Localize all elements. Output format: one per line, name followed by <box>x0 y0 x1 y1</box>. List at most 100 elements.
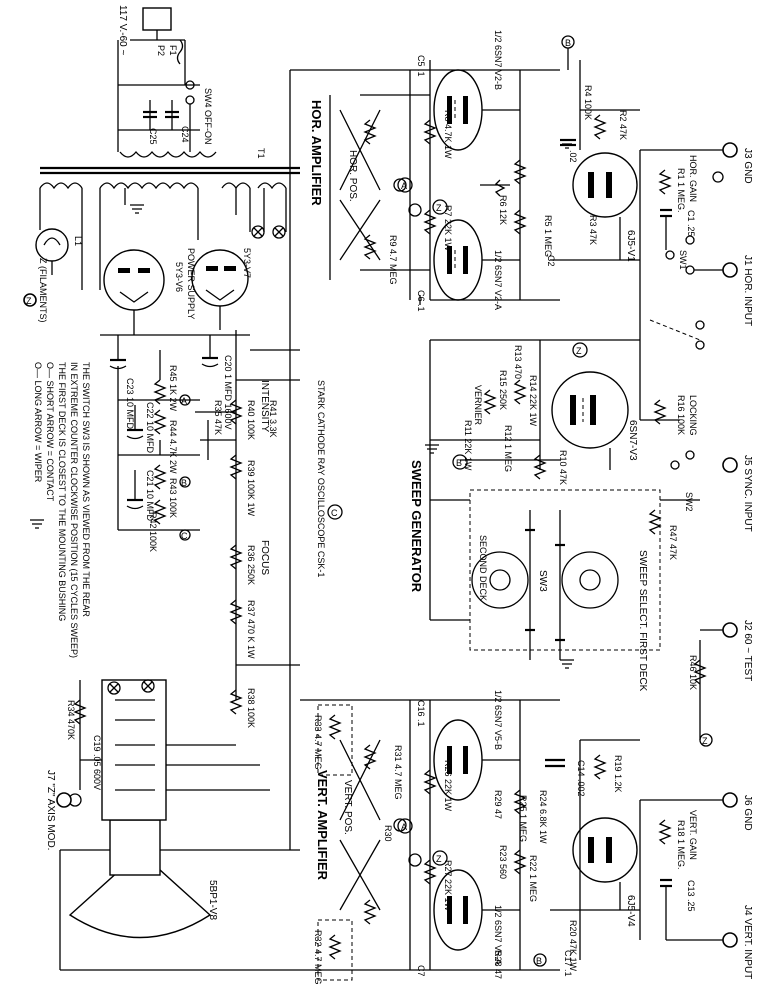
label-j6: J6 GND <box>742 795 753 831</box>
hor-amp-wiring <box>289 60 560 850</box>
label-r30: R30 <box>383 825 393 842</box>
label-v2b: 1/2 6SN7 V2-B <box>493 30 503 90</box>
label-c1: C1 .25 <box>686 210 696 237</box>
label-v6: 5Y3-V6 <box>174 262 184 292</box>
label-r42: R42 100K <box>148 512 158 552</box>
label-r29: R29 47 <box>493 790 503 819</box>
label-c5: C5 .1 <box>416 55 426 77</box>
test-jack-block <box>693 629 730 747</box>
label-j2: J2 60 ~ TEST <box>742 620 753 681</box>
label-c2: C2 <box>546 255 556 267</box>
note-title: THE SWITCH SW3 IS SHOWN AS VIEWED FROM T… <box>81 362 91 617</box>
label-vernier: VERNIER <box>473 385 483 426</box>
label-r38: R38 100K <box>246 688 256 728</box>
label-l1: L1 <box>73 236 83 246</box>
label-r33: R33 4.7 MEG <box>313 715 323 770</box>
label-r5: R5 1 MEG <box>543 215 553 257</box>
label-c25: C25 <box>148 128 158 145</box>
label-r13: R13 470 <box>513 345 523 379</box>
tube-v4 <box>550 739 730 960</box>
tube-v2b <box>433 69 483 151</box>
hv-supply-network <box>109 335 219 541</box>
label-r28: R28 47 <box>493 950 503 979</box>
label-filaments: Z (FILAMENTS) <box>38 258 48 323</box>
label-r46: R46 10K <box>688 655 698 690</box>
marker-z-sweep: Z <box>576 346 582 356</box>
label-second-deck: SECOND DECK <box>478 535 488 601</box>
note-line-1: IN EXTREME COUNTER CLOCKWISE POSITION (1… <box>69 362 79 658</box>
vert-pos-label: VERT. POS. <box>342 780 353 835</box>
label-r37: R37 470 K 1W <box>246 600 256 659</box>
label-r12: R12 1 MEG <box>503 425 513 472</box>
label-sw3: SW3 <box>537 570 548 592</box>
label-c3: .02 <box>568 150 578 163</box>
label-r39: R39 100K 1W <box>246 460 256 517</box>
label-j1: J1 HOR. INPUT <box>742 255 753 326</box>
tube-v7-rectifier <box>191 249 249 330</box>
marker-b-top: B <box>565 38 571 48</box>
label-j3: J3 GND <box>742 148 753 184</box>
pilot-lamp-l1 <box>35 228 69 275</box>
label-j5: J5 SYNC. INPUT <box>742 455 753 532</box>
label-v1: 6J5-V1 <box>625 230 636 262</box>
label-r25: R25 1 MEG <box>518 795 528 842</box>
label-r15: R15 250K <box>498 370 508 410</box>
label-r36: R36 250K <box>246 545 256 585</box>
label-c22: C22 10 MFD <box>145 402 155 454</box>
marker-b-supply: B <box>181 478 187 488</box>
label-r35: R35 47K <box>213 400 223 435</box>
label-locking: LOCKING <box>688 395 698 436</box>
hor-amp-title: HOR. AMPLIFIER <box>309 100 324 206</box>
marker-a-hor: A <box>401 181 407 191</box>
label-intensity: INTENSITY <box>259 380 270 433</box>
tube-v1 <box>550 35 640 261</box>
note-line-3: O— SHORT ARROW = CONTACT <box>45 362 55 502</box>
label-r11: R11 22K 1W <box>463 420 473 471</box>
label-vert-gain: VERT. GAIN <box>688 810 698 860</box>
label-r9: R9 4.7 MEG <box>388 235 398 285</box>
label-c21: C21 10 MFD <box>145 470 155 522</box>
label-focus: FOCUS <box>259 540 270 575</box>
sweep-select-switch-sw3 <box>429 340 700 660</box>
reference-markers <box>327 171 724 866</box>
tube-v5a <box>433 869 483 951</box>
label-c13: C13 .25 <box>686 880 696 912</box>
label-mains: 117 V.-60 ~ <box>117 5 128 55</box>
label-r4: R4 100K <box>583 85 593 120</box>
label-sw1: SW1 <box>678 250 688 270</box>
marker-z-test: Z <box>702 736 708 746</box>
label-r7: R7 22K 1W <box>443 205 453 252</box>
note-line-2: THE FIRST DECK IS CLOSEST TO THE MOUNTIN… <box>57 362 67 621</box>
marker-c-sweep: C <box>331 508 338 518</box>
label-sw4: SW4 OFF-ON <box>203 88 213 145</box>
marker-b-bottom: B <box>536 956 542 966</box>
marker-b-sweep: B <box>456 458 462 468</box>
label-power-supply: POWER SUPPLY <box>186 248 196 319</box>
label-r27: R27 22K 1W <box>443 860 453 912</box>
marker-z-hor: Z <box>436 203 442 213</box>
label-t1: T1 <box>256 148 266 159</box>
label-c14: C14 .002 <box>576 760 586 797</box>
label-c17: C17 .1 <box>563 950 573 977</box>
intensity-focus-chain <box>195 330 300 715</box>
label-r23: R23 560 <box>498 845 508 879</box>
label-r34: R34 470K <box>66 700 76 740</box>
label-r24: R24 6.8K 1W <box>538 790 548 844</box>
label-sw2: SW2 <box>684 492 694 512</box>
label-hor-gain: HOR. GAIN <box>688 155 698 202</box>
label-v3: 6SN7-V3 <box>627 420 638 461</box>
tube-v3 <box>430 339 695 480</box>
label-c6: C6 .1 <box>416 290 426 312</box>
label-c19: C19 .05 600V <box>92 735 102 790</box>
label-v8: 5BP1-V8 <box>207 880 218 920</box>
mains-input-block <box>117 7 200 152</box>
label-c23: C23 10 MFD <box>125 378 135 430</box>
label-v7: 5Y3-V7 <box>242 248 252 278</box>
hor-pos-label: HOR. POS. <box>347 150 358 202</box>
label-r19: R19 1.2K <box>613 755 623 793</box>
label-r14: R14 22K 1W <box>528 375 538 427</box>
marker-z-filament: Z <box>26 296 32 306</box>
sweep-gen-title: SWEEP GENERATOR <box>409 460 424 593</box>
